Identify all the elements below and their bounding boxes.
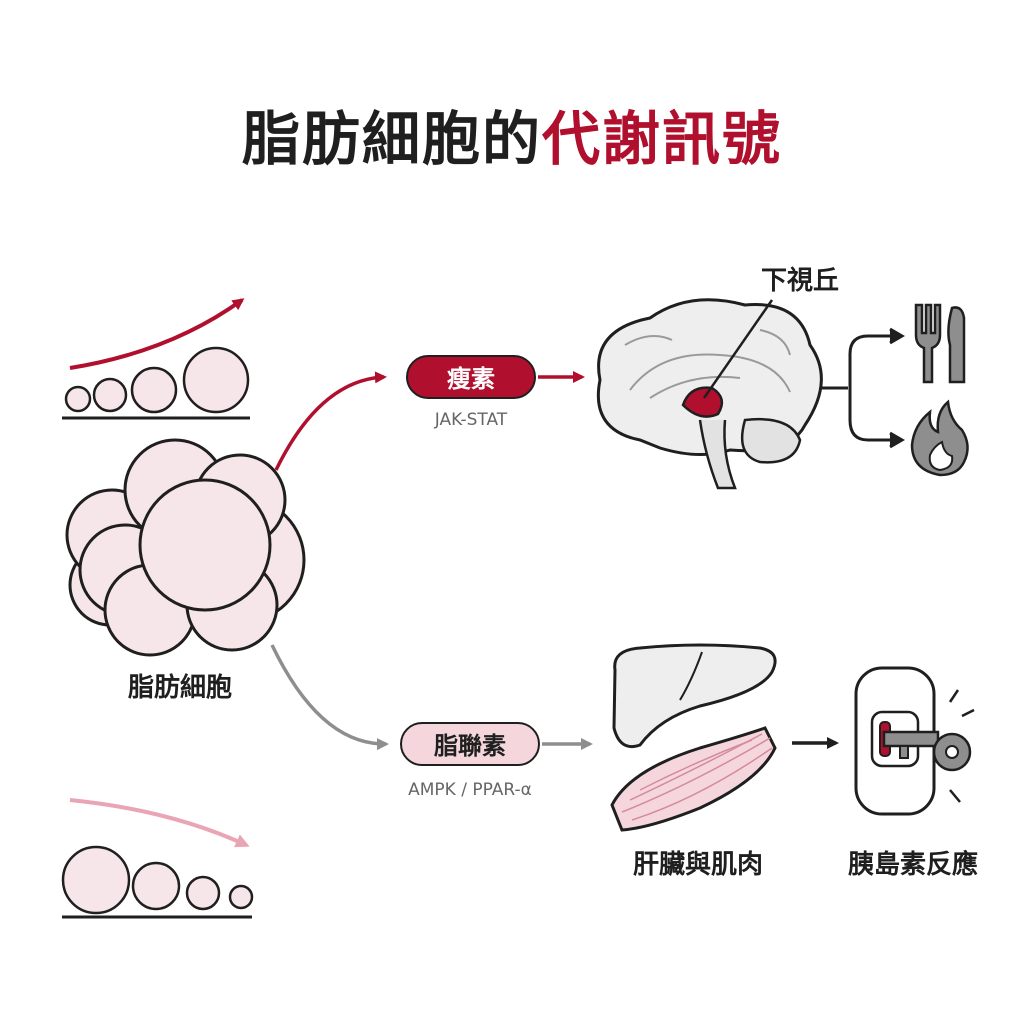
liver-muscle-label: 肝臟與肌肉	[632, 850, 763, 880]
flame-icon	[910, 399, 969, 477]
effects-bracket	[822, 327, 905, 449]
adiponectin-pill: 脂聯素	[400, 722, 540, 766]
leptin-pathway: JAK-STAT	[434, 410, 508, 430]
adiponectin-pathway: AMPK / PPAR-α	[408, 780, 532, 800]
fork-knife-icon	[914, 303, 966, 384]
brain-icon	[596, 298, 823, 490]
title-part-1: 脂肪細胞的	[241, 105, 542, 173]
arrow-to-leptin	[274, 371, 387, 471]
page-title: 脂肪細胞的代謝訊號	[0, 92, 1024, 176]
leptin-pill: 瘦素	[406, 355, 536, 399]
key-lock-icon	[854, 666, 975, 816]
insulin-response-label: 胰島素反應	[847, 850, 978, 880]
shrinking-cells-icon	[61, 798, 254, 919]
fat-cell-cluster-icon	[65, 438, 306, 657]
muscle-icon	[610, 726, 777, 832]
fat-cells-label: 脂肪細胞	[127, 673, 232, 703]
arrow-to-adiponectin	[270, 644, 389, 751]
title-part-2: 代謝訊號	[542, 105, 783, 173]
hypothalamus-label: 下視丘	[760, 266, 839, 296]
growing-cells-icon	[62, 298, 250, 420]
liver-icon	[612, 643, 777, 749]
